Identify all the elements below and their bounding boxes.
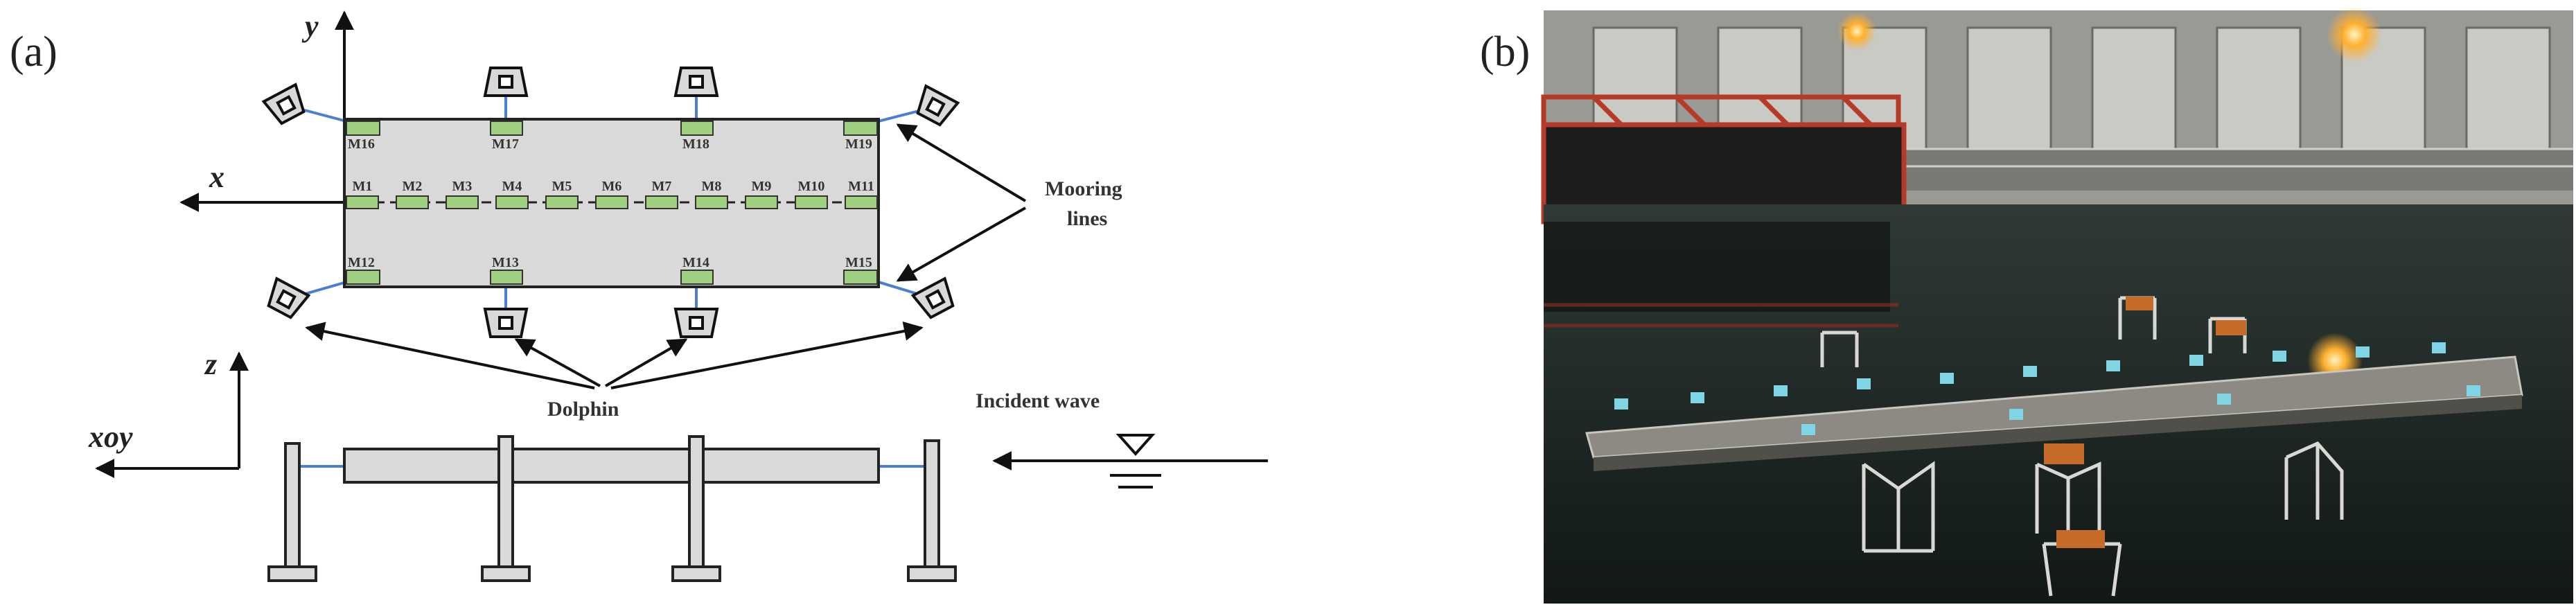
sensor-m7: [645, 195, 678, 209]
sensor-label-m10: M10: [798, 179, 825, 194]
basin-photo: [1541, 7, 2573, 604]
dolphin-pile: [907, 439, 957, 582]
label-m18: M18: [682, 137, 709, 152]
top-view-axes: y x: [179, 9, 354, 212]
dolphins-top: [261, 67, 960, 338]
label-m16: M16: [348, 137, 375, 152]
sensor-label-m8: M8: [702, 179, 722, 194]
dolphin-icon: [673, 67, 719, 97]
plane-label: xoy: [88, 420, 133, 454]
sensor-label-m5: M5: [552, 179, 572, 194]
label-m15: M15: [845, 255, 872, 270]
mooring-annotation: Mooring lines: [896, 123, 1122, 282]
point-m13: [490, 270, 523, 285]
incident-wave-label: Incident wave: [976, 389, 1100, 412]
sensor-m10: [795, 195, 828, 209]
dolphin-icon: [267, 276, 311, 319]
sensor-label-m3: M3: [452, 179, 473, 194]
sensor-m11: [845, 195, 878, 209]
dolphin-label: Dolphin: [547, 398, 619, 421]
panel-a-label: (a): [10, 28, 58, 76]
dolphin-annotation: [305, 322, 924, 389]
panel-b: (b): [1480, 7, 2573, 604]
dolphin-icon: [261, 82, 306, 125]
sensor-m5: [545, 195, 579, 209]
sensor-m8: [695, 195, 728, 209]
dolphin-icon: [483, 67, 529, 97]
point-m19: [843, 121, 878, 136]
label-m14: M14: [682, 255, 709, 270]
sensor-m9: [745, 195, 778, 209]
sensor-label-m6: M6: [602, 179, 622, 194]
sensor-m3: [445, 195, 479, 209]
x-axis-label: x: [209, 160, 224, 194]
incident-wave: Incident wave: [976, 389, 1268, 489]
sensor-label-m4: M4: [502, 179, 522, 194]
side-view: [267, 435, 957, 582]
point-m16: [346, 121, 380, 136]
sensor-m2: [396, 195, 429, 209]
edge-points: [346, 121, 878, 285]
point-m14: [680, 270, 714, 285]
water-level-icon: [1110, 434, 1161, 489]
dolphin-pile: [671, 435, 721, 582]
sensor-label-m1: M1: [353, 179, 373, 194]
y-axis-label: y: [301, 9, 319, 43]
mooring-label-line2: lines: [1067, 207, 1107, 230]
panel-a: (a) y x M1 M2 M3 M4 M5 M6 M7 M8 M9 M10 M11: [10, 9, 1268, 582]
label-m13: M13: [492, 255, 519, 270]
point-m15: [843, 270, 878, 285]
dolphin-icon: [673, 308, 719, 338]
panel-b-label: (b): [1480, 28, 1530, 76]
dolphin-icon: [483, 308, 529, 338]
edge-point-labels: M16 M17 M18 M19 M12 M13 M14 M15: [348, 137, 872, 270]
z-axis-label: z: [204, 347, 217, 381]
point-m18: [680, 121, 714, 136]
sensor-m6: [595, 195, 628, 209]
measurement-markers: [1614, 342, 2480, 435]
sensor-m4: [495, 195, 529, 209]
sensor-label-m11: M11: [848, 179, 874, 194]
label-m12: M12: [348, 255, 375, 270]
dolphin-pile: [267, 442, 317, 582]
sensor-label-m7: M7: [652, 179, 672, 194]
dolphin-icon: [916, 84, 960, 127]
mooring-label: Mooring: [1045, 177, 1122, 200]
dolphin-pile: [481, 435, 531, 582]
dolphin-icon: [910, 276, 955, 319]
sensor-group: M1 M2 M3 M4 M5 M6 M7 M8 M9 M10 M11: [346, 179, 878, 209]
sensor-label-m2: M2: [403, 179, 423, 194]
label-m19: M19: [845, 137, 872, 152]
floating-body-side: [343, 448, 880, 484]
label-m17: M17: [492, 137, 519, 152]
point-m17: [490, 121, 523, 136]
sensor-m1: [346, 195, 379, 209]
point-m12: [346, 270, 380, 285]
sensor-label-m9: M9: [752, 179, 772, 194]
side-view-axes: z xoy: [88, 347, 249, 478]
